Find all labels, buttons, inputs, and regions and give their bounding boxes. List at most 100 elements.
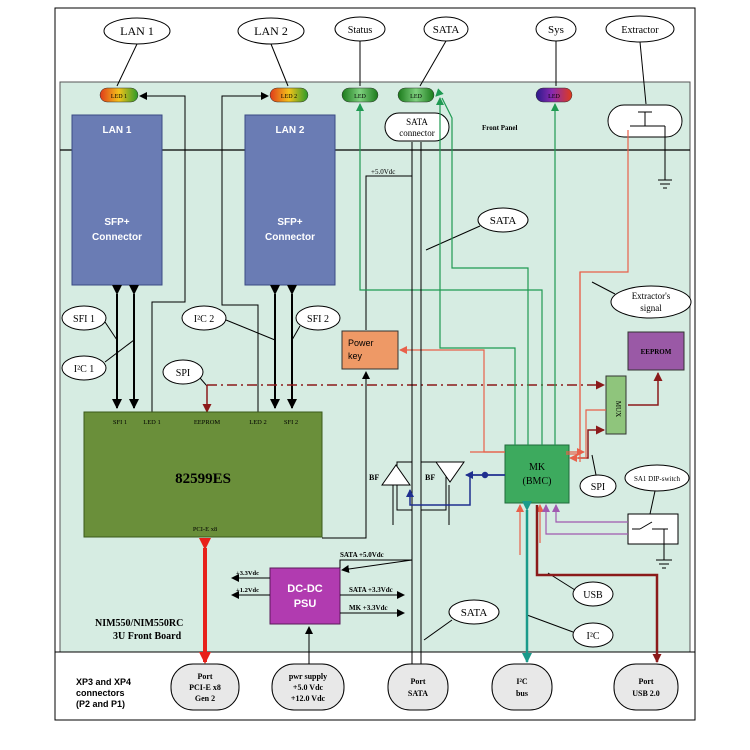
led-2: LED 2: [269, 87, 309, 103]
led-sys-label: LED: [548, 94, 560, 100]
led-sata-label: LED: [410, 94, 422, 100]
callout-sata-mid-label: SATA: [490, 215, 517, 227]
callout-sa1: SA1 DIP-switch: [624, 464, 690, 515]
bubble-sys-label: Sys: [548, 24, 564, 36]
sfp2-body-1: SFP+: [277, 217, 302, 228]
sa1-dip-switch: [627, 513, 679, 569]
chip-pin-led1: LED 1: [143, 419, 161, 426]
port-pwr-supply: pwr supply +5.0 Vdc +12.0 Vdc: [271, 663, 345, 711]
connectors-label-2: connectors: [76, 688, 125, 698]
led-status: LED: [341, 87, 379, 103]
callout-sfi1-label: SFI 1: [73, 314, 95, 325]
mk-line2: (BMC): [523, 476, 552, 487]
bubble-extractor: Extractor: [605, 15, 675, 43]
callout-usb-label: USB: [583, 590, 603, 601]
bubble-leaders: [116, 40, 647, 105]
bubble-lan1: LAN 1: [103, 17, 171, 45]
power-key: Power key: [341, 330, 399, 370]
callout-sfi1: SFI 1: [61, 305, 118, 341]
bubble-lan2-label: LAN 2: [254, 24, 288, 38]
purple-lines: [542, 504, 628, 535]
sata-connector-line1: SATA: [406, 117, 428, 127]
led-1: LED 1: [99, 87, 139, 103]
port-i2c-line2: bus: [516, 689, 528, 698]
chip-name: 82599ES: [175, 471, 231, 487]
extractor-switch: [607, 104, 683, 189]
port-pwr-line3: +12.0 Vdc: [291, 694, 326, 703]
port-usb-line1: Port: [638, 677, 653, 686]
supply-5v-label: +5.0Vdc: [371, 168, 395, 176]
bubble-lan1-label: LAN 1: [120, 24, 154, 38]
callout-sfi2-label: SFI 2: [307, 314, 329, 325]
led-wires: [139, 92, 269, 415]
mk-bmc: MK (BMC): [504, 444, 570, 504]
dc-dc-psu: DC-DC PSU: [269, 567, 341, 625]
sfp1-body-2: Connector: [92, 232, 142, 243]
bubble-status: Status: [334, 16, 386, 42]
callout-i2c1: I²C 1: [61, 339, 135, 381]
psu-title-1: DC-DC: [287, 583, 322, 595]
buffer-right: BF: [425, 461, 465, 483]
chip-82599es: SFI 1 LED 1 EEPROM LED 2 SFI 2 82599ES P…: [83, 411, 323, 538]
eeprom-label: EEPROM: [641, 348, 672, 356]
callout-i2c2-label: I²C 2: [194, 314, 215, 325]
port-sata: Port SATA: [387, 663, 449, 711]
port-pcie: Port PCI-E x8 Gen 2: [170, 663, 240, 711]
buffer-left: BF: [369, 464, 411, 486]
sfp1-title: LAN 1: [103, 125, 132, 136]
callout-sata-low-label: SATA: [461, 607, 488, 619]
buffer-left-label: BF: [369, 473, 379, 482]
port-sata-line2: SATA: [408, 689, 428, 698]
led-2-label: LED 2: [281, 94, 297, 100]
bubble-extractor-label: Extractor: [621, 25, 659, 36]
sfp2-body-2: Connector: [265, 232, 315, 243]
green-led-lines: [356, 88, 559, 445]
port-pcie-line1: Port: [197, 672, 212, 681]
sfp-connector-lan2: LAN 2 SFP+ Connector: [244, 114, 336, 286]
callout-sa1-label: SA1 DIP-switch: [634, 475, 681, 483]
callout-sata-mid: SATA: [425, 207, 529, 251]
port-i2c-line1: I²C: [516, 677, 528, 686]
callout-spi-right: SPI: [579, 454, 617, 498]
port-sata-line1: Port: [410, 677, 425, 686]
psu-title-2: PSU: [294, 598, 317, 610]
sata-connector: SATA connector: [384, 112, 450, 142]
callout-extractor-signal-line2: signal: [640, 303, 662, 313]
power-key-supply: [365, 175, 412, 330]
sfp2-title: LAN 2: [276, 125, 305, 136]
mk-line1: MK: [529, 462, 546, 473]
chip-pin-sfi1: SFI 1: [113, 419, 127, 426]
front-panel-label: Front Panel: [482, 124, 518, 132]
red-lines: [399, 130, 629, 555]
port-pwr-line2: +5.0 Vdc: [293, 683, 324, 692]
bubble-sata-label: SATA: [433, 24, 460, 36]
port-usb-line2: USB 2.0: [632, 689, 660, 698]
callout-spi-left: SPI: [162, 359, 208, 387]
callout-sata-low: SATA: [423, 599, 500, 641]
callout-extractor-signal-line1: Extractor's: [632, 291, 671, 301]
port-pcie-line3: Gen 2: [195, 694, 215, 703]
bubble-sata: SATA: [423, 16, 469, 42]
board-name-1: NIM550/NIM550RC: [95, 618, 183, 629]
connectors-label-3: (P2 and P1): [76, 699, 125, 709]
blue-control: [406, 471, 505, 506]
sfp-connector-lan1: LAN 1 SFP+ Connector: [71, 114, 163, 286]
port-i2c-bus: I²C bus: [491, 663, 553, 711]
chip-to-powerkey: [322, 371, 370, 539]
mux: MUX: [605, 375, 627, 435]
sfi-links: [112, 285, 297, 409]
callout-sfi2: SFI 2: [291, 305, 341, 341]
callout-i2c-low: I²C: [526, 614, 614, 648]
callout-i2c2: I²C 2: [181, 305, 276, 341]
power-key-line1: Power: [348, 338, 374, 348]
callout-spi-right-label: SPI: [591, 482, 605, 493]
usb-link: [535, 505, 662, 663]
chip-pin-eeprom: EEPROM: [194, 419, 221, 426]
chip-pin-led2: LED 2: [249, 419, 267, 426]
power-key-line2: key: [348, 351, 363, 361]
port-usb: Port USB 2.0: [613, 663, 679, 711]
led-sata: LED: [397, 87, 435, 103]
chip-pin-sfi2: SFI 2: [284, 419, 298, 426]
mux-label: MUX: [614, 401, 622, 417]
